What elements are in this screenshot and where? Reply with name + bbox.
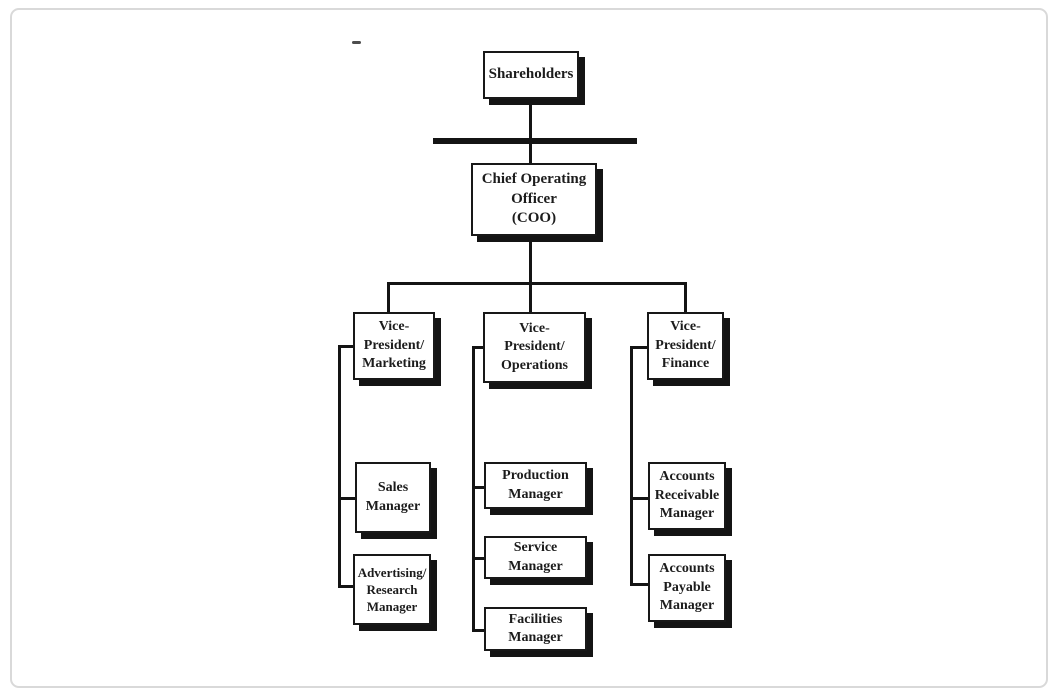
connector-finance-elbow [630, 346, 649, 349]
connector-drop-finance [684, 282, 687, 314]
node-production-manager: Production Manager [484, 462, 587, 509]
connector-board-bar [433, 138, 637, 144]
connector-drop-marketing [387, 282, 390, 314]
node-chief-operating-officer: Chief Operating Officer (COO) [471, 163, 597, 236]
node-accounts-receivable-manager: Accounts Receivable Manager [648, 462, 726, 530]
node-vp-marketing: Vice- President/ Marketing [353, 312, 435, 380]
connector-marketing-advertising [340, 585, 354, 588]
connector-operations-elbow [472, 346, 485, 349]
connector-marketing-sales [340, 497, 356, 500]
connector-finance-trunk [630, 346, 633, 586]
connector-operations-trunk [472, 346, 475, 632]
connector-drop-operations [529, 282, 532, 314]
node-shareholders: Shareholders [483, 51, 579, 99]
node-advertising-research-manager: Advertising/ Research Manager [353, 554, 431, 625]
node-vp-operations: Vice- President/ Operations [483, 312, 586, 383]
node-service-manager: Service Manager [484, 536, 587, 579]
connector-finance-payable [632, 583, 649, 586]
node-facilities-manager: Facilities Manager [484, 607, 587, 651]
connector-coo-down [529, 235, 532, 284]
connector-vp-distribution [387, 282, 687, 285]
node-sales-manager: Sales Manager [355, 462, 431, 533]
connector-marketing-trunk [338, 345, 341, 588]
connector-operations-service [474, 557, 485, 560]
node-accounts-payable-manager: Accounts Payable Manager [648, 554, 726, 622]
node-vp-finance: Vice- President/ Finance [647, 312, 724, 380]
connector-marketing-elbow [338, 345, 355, 348]
connector-operations-facilities [474, 629, 485, 632]
connector-operations-production [474, 486, 485, 489]
connector-shareholders-coo [529, 98, 532, 164]
scan-artifact-dash [352, 41, 361, 44]
connector-finance-receivable [632, 497, 649, 500]
page-border-frame [10, 8, 1048, 688]
